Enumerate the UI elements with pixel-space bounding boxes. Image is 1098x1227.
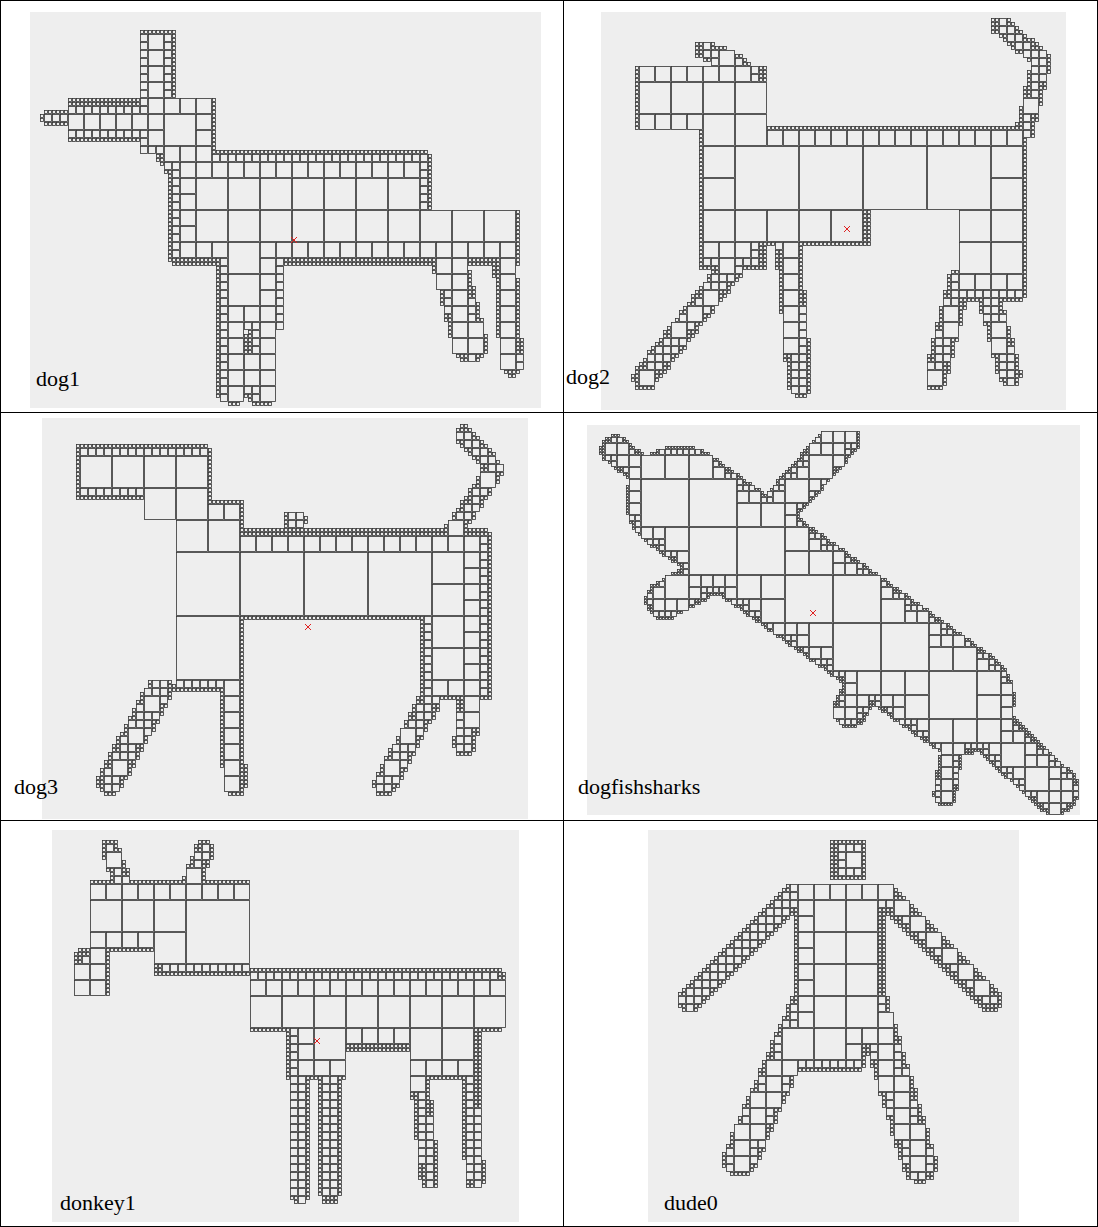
panel [30, 12, 541, 408]
panel-ground [42, 418, 528, 819]
panel [601, 12, 1066, 410]
panel-ground [30, 12, 541, 408]
panel [42, 418, 528, 819]
